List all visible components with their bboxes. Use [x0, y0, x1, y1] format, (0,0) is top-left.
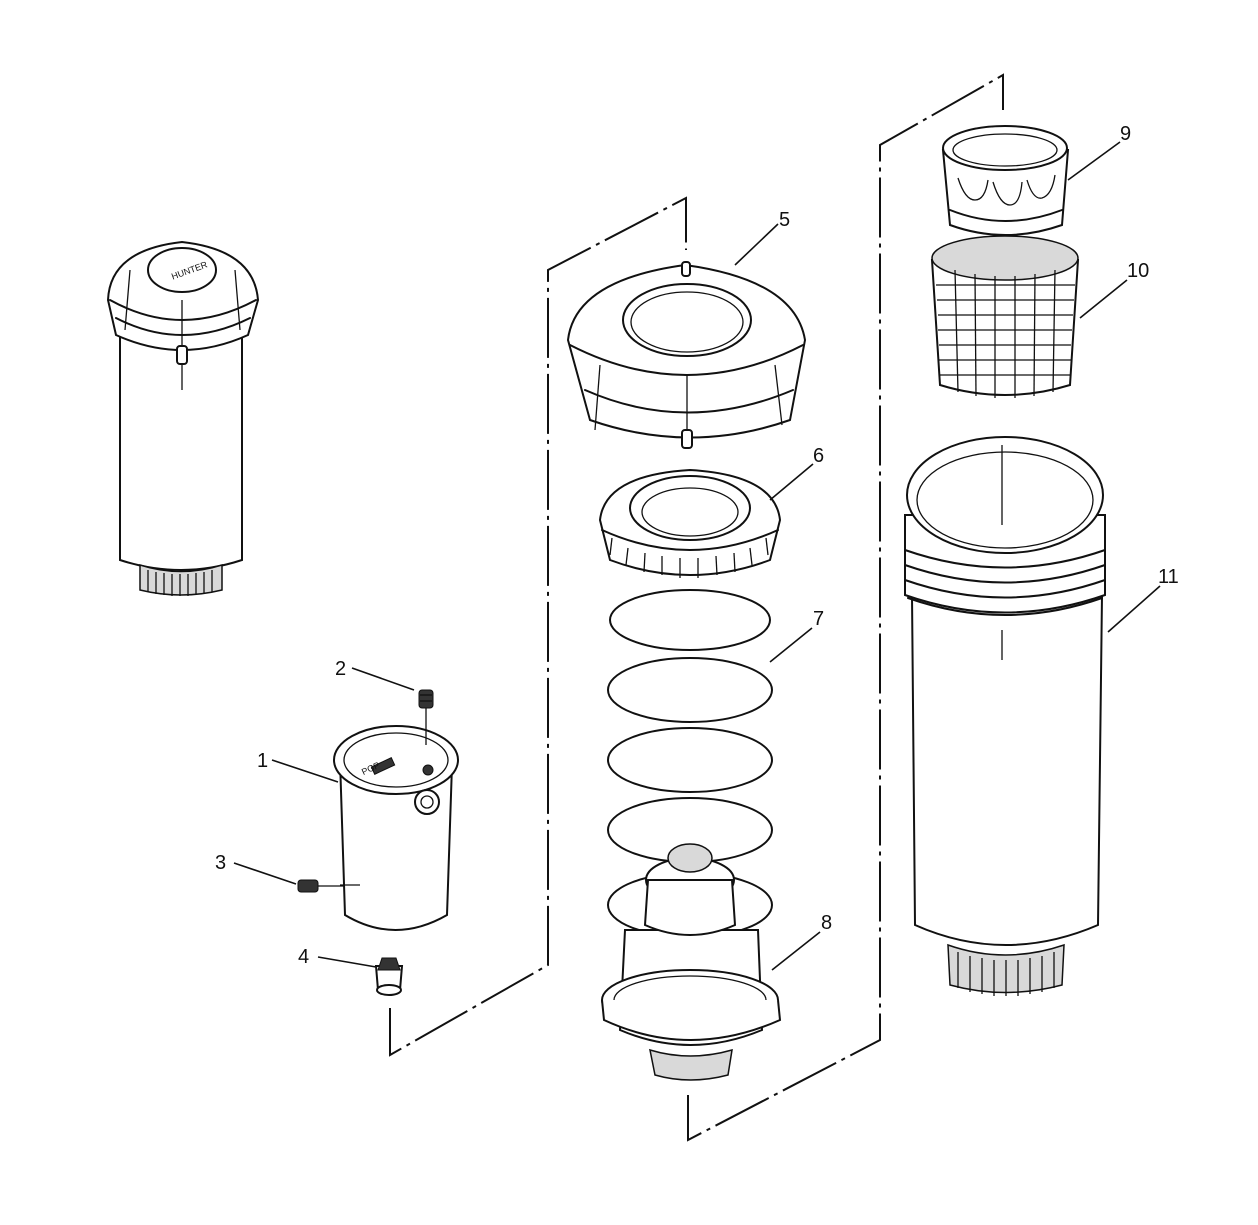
filter-adapter — [941, 125, 1070, 236]
callout-3: 3 — [215, 852, 226, 874]
filter-screen — [930, 235, 1080, 398]
callout-8: 8 — [821, 912, 832, 934]
callout-1: 1 — [257, 750, 268, 772]
callout-6: 6 — [813, 445, 824, 467]
assembled-sprinkler: HUNTER — [106, 240, 260, 596]
nozzle-housing: PGP — [333, 725, 459, 931]
cap — [566, 261, 807, 449]
screw — [418, 689, 434, 745]
leader-lines — [233, 141, 1161, 971]
riser-drive — [601, 843, 782, 1081]
callout-9: 9 — [1120, 123, 1131, 145]
body — [904, 436, 1106, 996]
callout-11: 11 — [1158, 566, 1179, 588]
callout-10: 10 — [1127, 260, 1149, 282]
set-screw — [297, 879, 345, 893]
nozzle — [374, 957, 404, 996]
callout-2: 2 — [335, 658, 346, 680]
assembly-lines — [389, 73, 1004, 1142]
callout-5: 5 — [779, 209, 790, 231]
callout-4: 4 — [298, 946, 309, 968]
ratchet-ring — [598, 468, 782, 578]
callout-7: 7 — [813, 608, 824, 630]
callouts: 1 2 3 4 5 6 7 8 9 10 11 — [215, 123, 1179, 968]
